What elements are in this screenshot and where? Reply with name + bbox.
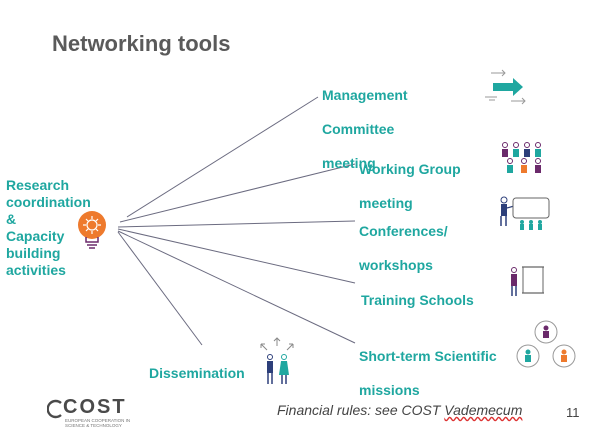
lightbulb-gear-icon bbox=[78, 211, 106, 249]
people-group-icon bbox=[502, 142, 541, 173]
connector-management bbox=[126, 96, 319, 218]
branch-label-line: Committee bbox=[322, 121, 395, 137]
connector-working-group bbox=[119, 163, 356, 223]
arrow-forward-icon bbox=[485, 69, 526, 105]
hub-label: Research coordination & Capacity buildin… bbox=[6, 177, 96, 279]
footer-note-text: Financial rules: see COST bbox=[277, 402, 445, 418]
logo-word: COST bbox=[63, 396, 127, 418]
vademecum-link[interactable]: Vademecum bbox=[444, 402, 523, 418]
branch-short-term-missions: Short-term Scientific missions bbox=[359, 331, 497, 416]
connector-conferences bbox=[117, 220, 356, 228]
footer-note: Financial rules: see COST Vademecum bbox=[277, 402, 522, 418]
branch-conferences: Conferences/ workshops bbox=[359, 206, 448, 291]
hub-label-line: coordination bbox=[6, 194, 91, 210]
people-sharing-icon bbox=[260, 337, 294, 384]
branch-training-schools: Training Schools bbox=[361, 275, 474, 326]
network-people-icon bbox=[516, 320, 576, 368]
page-number: 11 bbox=[566, 405, 580, 420]
slide-title: Networking tools bbox=[52, 31, 231, 56]
branch-label-line: Short-term Scientific bbox=[359, 348, 497, 364]
branch-label-line: Training Schools bbox=[361, 292, 474, 308]
connector-stsm bbox=[117, 230, 356, 344]
hub-label-line: activities bbox=[6, 262, 66, 278]
branch-working-group: Working Group meeting bbox=[359, 144, 461, 229]
presentation-audience-icon bbox=[500, 196, 550, 230]
hub-label-line: & bbox=[6, 211, 17, 227]
branch-label-line: Management bbox=[322, 87, 408, 103]
branch-label-line: meeting bbox=[322, 155, 376, 171]
hub-label-line: Research bbox=[6, 177, 70, 193]
branch-label-line: workshops bbox=[359, 257, 433, 273]
branch-label-line: meeting bbox=[359, 195, 413, 211]
hub-label-line: building bbox=[6, 245, 61, 261]
logo-subtitle: EUROPEAN COOPERATION IN SCIENCE & TECHNO… bbox=[65, 418, 131, 428]
hub-label-line: Capacity bbox=[6, 228, 65, 244]
branch-management-committee: Management Committee meeting bbox=[322, 70, 408, 189]
connector-dissemination bbox=[117, 231, 203, 346]
branch-label-line: Conferences/ bbox=[359, 223, 448, 239]
connector-training bbox=[117, 228, 356, 284]
cost-logo-icon bbox=[47, 399, 62, 419]
branch-label-line: Dissemination bbox=[149, 365, 245, 381]
teacher-board-icon bbox=[511, 266, 544, 296]
branch-label-line: missions bbox=[359, 382, 420, 398]
branch-label-line: Working Group bbox=[359, 161, 461, 177]
branch-dissemination: Dissemination bbox=[149, 348, 245, 399]
